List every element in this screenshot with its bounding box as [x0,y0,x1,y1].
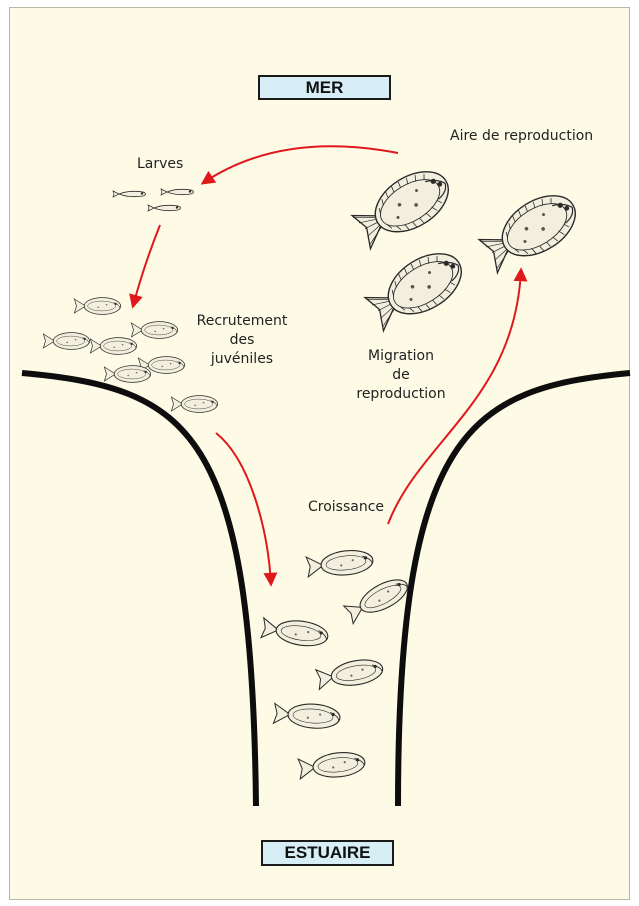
flatfish-juvenile-icon [171,396,217,413]
sea-label: MER [258,75,391,100]
recruitment-line: Recrutement [182,312,302,331]
flatfish-adult-icon [361,241,472,336]
migration-line: de [341,366,461,385]
flatfish-juvenile-icon [298,750,366,781]
flatfish-juvenile-icon [104,366,150,383]
arrow-to-larvae [203,146,398,183]
recruitment-line: juvéniles [182,350,302,369]
flatfish-juvenile-icon [315,656,384,691]
flatfish-juvenile-icon [261,616,330,649]
estuary-right-bank [398,373,630,806]
flatfish-adult-icon [475,183,586,278]
flatfish-juvenile-icon [43,333,89,350]
spawning-area-label: Aire de reproduction [450,127,593,146]
flatfish-juvenile-icon [90,338,136,355]
growth-label: Croissance [308,498,384,517]
flatfish-juvenile-icon [273,701,341,730]
flatfish-juvenile-icon [343,573,413,625]
migration-label: Migration de reproduction [341,347,461,404]
recruitment-label: Recrutement des juvéniles [182,312,302,369]
estuary-label: ESTUAIRE [261,840,394,866]
larva-icon [148,205,181,211]
flatfish-juvenile-icon [131,322,177,339]
migration-line: reproduction [341,385,461,404]
larva-icon [113,191,146,197]
larvae-label: Larves [137,155,183,174]
larva-icon [161,189,194,195]
migration-line: Migration [341,347,461,366]
flatfish-juvenile-icon [306,548,374,579]
flatfish-juvenile-icon [74,298,120,315]
arrow-to-recruitment [133,225,160,306]
flatfish-adult-icon [348,159,459,254]
recruitment-line: des [182,331,302,350]
